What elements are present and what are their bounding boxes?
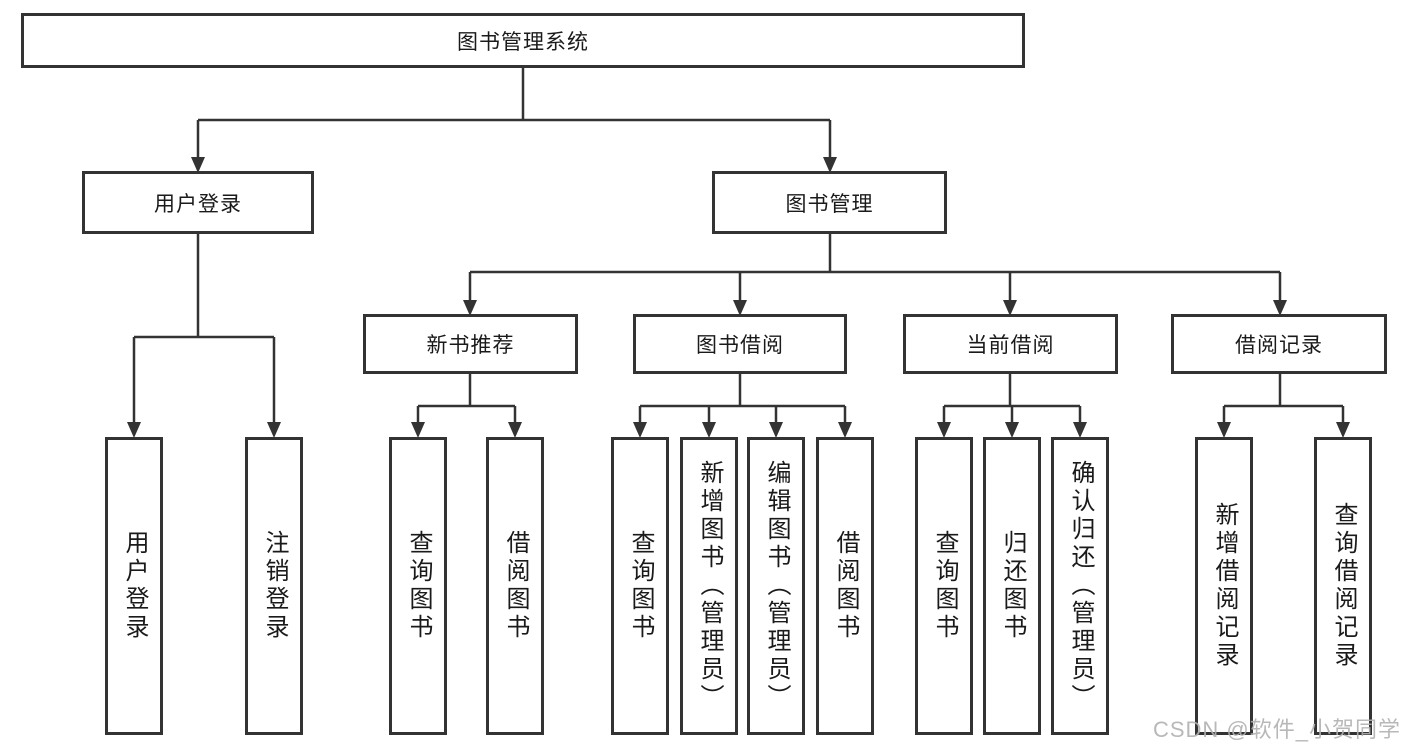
leaf-query-books-recommend-label: 查询图书 bbox=[405, 530, 432, 642]
leaf-query-books-recommend: 查询图书 bbox=[389, 437, 447, 735]
leaf-borrow-books-recommend-label: 借阅图书 bbox=[502, 530, 529, 642]
leaf-edit-books-admin: 编辑图书（管理员） bbox=[747, 437, 805, 735]
node-current-borrowing-label: 当前借阅 bbox=[966, 334, 1055, 357]
node-borrowing-records: 借阅记录 bbox=[1171, 314, 1387, 374]
leaf-confirm-return-admin: 确认归还（管理员） bbox=[1051, 437, 1109, 735]
leaf-query-borrow-record-label: 查询借阅记录 bbox=[1330, 502, 1357, 670]
leaf-add-books-admin-label: 新增图书（管理员） bbox=[696, 460, 723, 712]
leaf-add-borrow-record: 新增借阅记录 bbox=[1195, 437, 1253, 735]
leaf-add-books-admin: 新增图书（管理员） bbox=[680, 437, 738, 735]
csdn-watermark: CSDN @软件_小贺同学 bbox=[1152, 717, 1401, 742]
node-book-management-branch-label: 图书管理 bbox=[785, 192, 874, 216]
node-borrowing-records-label: 借阅记录 bbox=[1235, 334, 1323, 357]
node-root-system: 图书管理系统 bbox=[21, 13, 1025, 68]
leaf-borrow-books-borrowing: 借阅图书 bbox=[816, 437, 874, 735]
node-user-login-branch-label: 用户登录 bbox=[154, 192, 242, 216]
leaf-borrow-books-borrowing-label: 借阅图书 bbox=[832, 530, 859, 642]
leaf-add-borrow-record-label: 新增借阅记录 bbox=[1211, 502, 1238, 670]
leaf-logout-label: 注销登录 bbox=[261, 530, 288, 642]
leaf-query-books-current: 查询图书 bbox=[915, 437, 973, 735]
node-book-borrowing-label: 图书借阅 bbox=[696, 334, 784, 357]
node-new-book-recommend-label: 新书推荐 bbox=[426, 334, 515, 357]
leaf-query-books-borrowing-label: 查询图书 bbox=[627, 530, 654, 642]
node-book-management-branch: 图书管理 bbox=[712, 171, 947, 234]
leaf-confirm-return-admin-label: 确认归还（管理员） bbox=[1067, 460, 1094, 712]
node-book-borrowing: 图书借阅 bbox=[633, 314, 847, 374]
leaf-query-books-borrowing: 查询图书 bbox=[611, 437, 669, 735]
leaf-return-books: 归还图书 bbox=[983, 437, 1041, 735]
leaf-user-login-label: 用户登录 bbox=[121, 530, 148, 642]
leaf-query-books-current-label: 查询图书 bbox=[931, 530, 958, 642]
leaf-logout: 注销登录 bbox=[245, 437, 303, 735]
node-new-book-recommend: 新书推荐 bbox=[363, 314, 578, 374]
leaf-edit-books-admin-label: 编辑图书（管理员） bbox=[763, 460, 790, 712]
leaf-query-borrow-record: 查询借阅记录 bbox=[1314, 437, 1372, 735]
node-user-login-branch: 用户登录 bbox=[82, 171, 314, 234]
leaf-borrow-books-recommend: 借阅图书 bbox=[486, 437, 544, 735]
leaf-return-books-label: 归还图书 bbox=[999, 530, 1026, 642]
leaf-user-login: 用户登录 bbox=[105, 437, 163, 735]
node-current-borrowing: 当前借阅 bbox=[903, 314, 1118, 374]
node-root-system-label: 图书管理系统 bbox=[457, 30, 589, 54]
